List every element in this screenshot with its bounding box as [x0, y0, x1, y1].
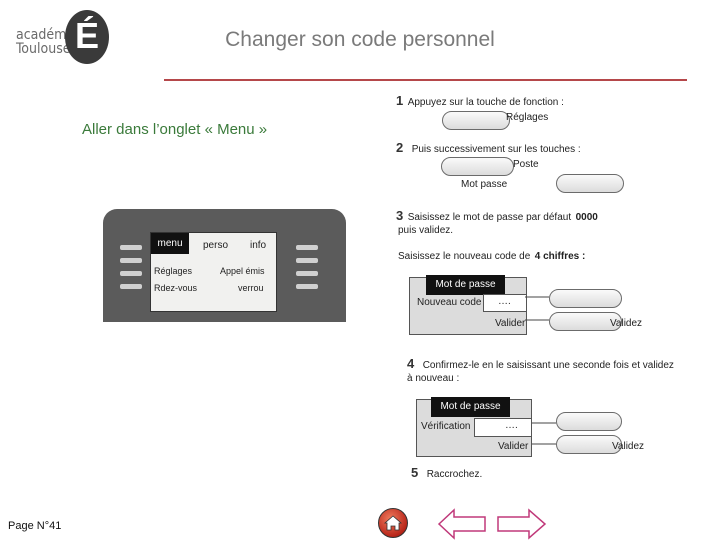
step-1-text: Appuyez sur la touche de fonction : — [407, 97, 564, 108]
new-code-text: Saisissez le nouveau code de — [398, 251, 531, 262]
phone-tab-perso[interactable]: perso — [203, 240, 229, 251]
screen-1-header: Mot de passe — [426, 275, 505, 295]
verification-input-value: …. — [505, 420, 518, 431]
logo-letter: É — [74, 15, 99, 56]
softkey-7[interactable] — [556, 435, 622, 454]
title-divider — [164, 79, 687, 81]
academie-logo: académie Toulouse É — [14, 6, 109, 68]
phone-item-verrou: verrou — [238, 283, 264, 293]
softkey-label-reglages: Réglages — [506, 112, 549, 123]
phone-left-key-4 — [120, 284, 142, 289]
screen-2-field-label: Vérification — [421, 421, 471, 432]
phone-item-appel-emis: Appel émis — [220, 266, 265, 276]
phone-item-reglages: Réglages — [154, 266, 193, 276]
step-5: 5 Raccrochez. — [411, 464, 482, 482]
step-2: 2 Puis successivement sur les touches : — [396, 139, 581, 157]
step-4-text-b: à nouveau : — [407, 373, 460, 384]
step-4-text: Confirmez-le en le saisissant une second… — [422, 360, 674, 371]
phone-right-key-4 — [296, 284, 318, 289]
default-code: 0000 — [575, 212, 598, 223]
step-2-number: 2 — [396, 140, 404, 155]
phone-tab-info[interactable]: info — [250, 240, 267, 251]
menu-instruction: Aller dans l’onglet « Menu » — [82, 121, 268, 138]
softkey-label-poste: Poste — [513, 159, 539, 170]
step-4-number: 4 — [407, 356, 415, 371]
softkey-3[interactable] — [556, 174, 624, 193]
step-3-number: 3 — [396, 208, 404, 223]
phone-left-key-3 — [120, 271, 142, 276]
phone-right-key-1 — [296, 245, 318, 250]
phone-item-rdez-vous: Rdez-vous — [154, 283, 198, 293]
softkey-6[interactable] — [556, 412, 622, 431]
previous-arrow-icon[interactable] — [437, 508, 487, 540]
softkey-1[interactable] — [442, 111, 510, 130]
step-5-number: 5 — [411, 465, 419, 480]
softkey-4[interactable] — [549, 289, 622, 308]
phone-tab-menu[interactable]: menu — [151, 233, 189, 254]
screen-2-action: Valider — [498, 441, 529, 452]
screen-2-validez: Validez — [612, 441, 645, 452]
page-title: Changer son code personnel — [225, 28, 495, 51]
new-code-input-value: …. — [498, 296, 511, 307]
screen-2-header: Mot de passe — [431, 397, 510, 417]
step-1-number: 1 — [396, 93, 404, 108]
step-2-text: Puis successivement sur les touches : — [411, 144, 581, 155]
phone-right-key-3 — [296, 271, 318, 276]
softkey-2[interactable] — [441, 157, 514, 176]
verification-input[interactable]: …. — [474, 418, 532, 437]
phone-left-key-1 — [120, 245, 142, 250]
step-1: 1 Appuyez sur la touche de fonction : — [396, 92, 564, 110]
home-icon — [383, 515, 403, 531]
phone-right-key-2 — [296, 258, 318, 263]
softkey-label-mot-passe: Mot passe — [461, 179, 508, 190]
screen-1-field-label: Nouveau code — [417, 297, 482, 308]
page-number: Page N°41 — [8, 520, 62, 532]
logo-emblem — [65, 10, 109, 64]
new-code-digits: 4 chiffres : — [534, 251, 586, 262]
softkey-5[interactable] — [549, 312, 622, 331]
screen-1-validez: Validez — [610, 318, 643, 329]
step-3-new-code: Saisissez le nouveau code de 4 chiffres … — [398, 246, 585, 264]
step-5-text: Raccrochez. — [426, 469, 483, 480]
step-4: 4 Confirmez-le en le saisissant une seco… — [407, 355, 674, 373]
new-code-input[interactable]: …. — [483, 294, 527, 312]
next-arrow-icon[interactable] — [496, 508, 548, 540]
step-3-text-b: puis validez. — [398, 225, 454, 236]
step-3-text: Saisissez le mot de passe par défaut — [407, 212, 572, 223]
phone-left-key-2 — [120, 258, 142, 263]
logo-text-toulouse: Toulouse — [16, 41, 71, 57]
screen-1-action: Valider — [495, 318, 526, 329]
home-button[interactable] — [378, 508, 408, 538]
logo-text-academie: académie — [16, 27, 78, 43]
step-3: 3 Saisissez le mot de passe par défaut 0… — [396, 207, 598, 225]
